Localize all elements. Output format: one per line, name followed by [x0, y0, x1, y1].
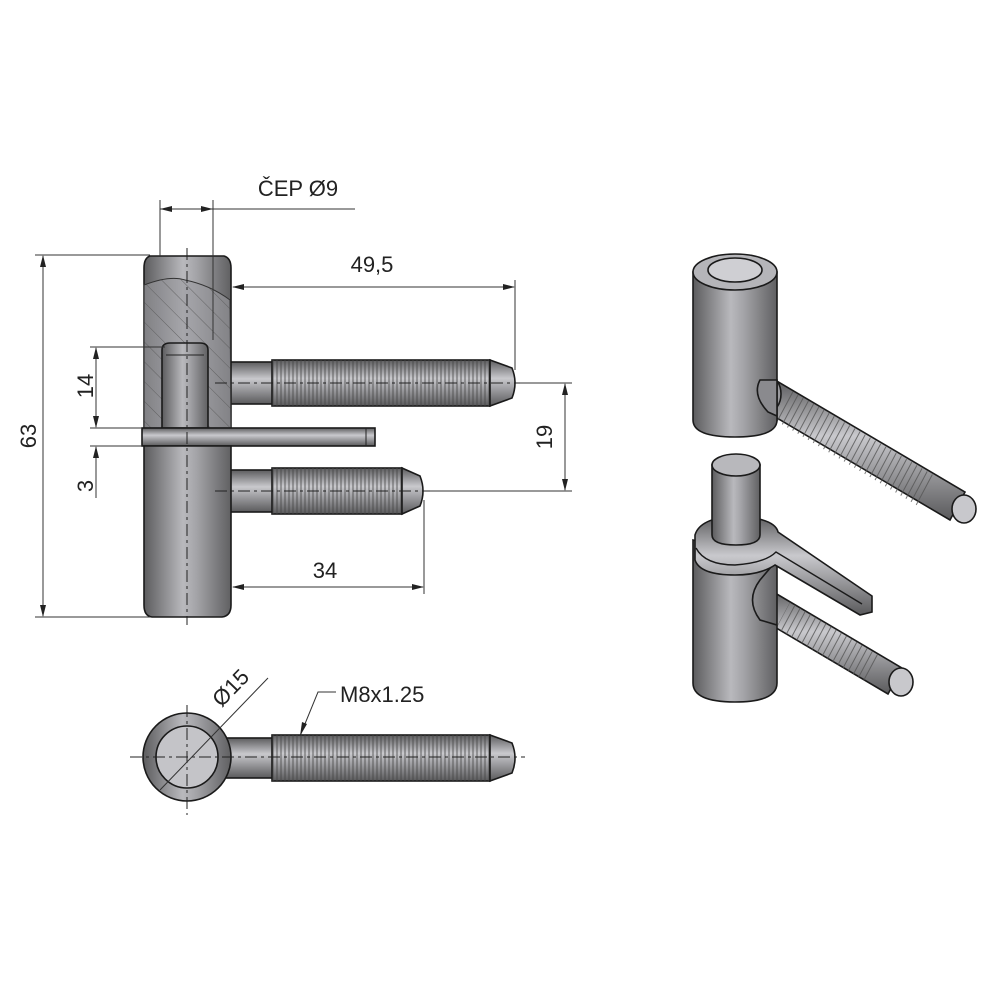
dimension-total-height: 63: [16, 254, 150, 618]
collar-thickness-label: 3: [73, 480, 98, 492]
pin-height-label: 14: [73, 374, 98, 398]
thread-label: M8x1.25: [340, 682, 424, 707]
isometric-view: [692, 253, 977, 703]
top-view: Ø15 M8x1.25: [130, 664, 525, 815]
total-height-label: 63: [16, 424, 41, 448]
dimension-pin-diameter: ČEP Ø9: [159, 176, 355, 340]
front-view: [141, 248, 522, 625]
iso-upper-screw: [754, 375, 977, 524]
body-diameter-label: Ø15: [207, 664, 254, 711]
dimension-lower-screw: 34: [232, 500, 425, 594]
pin-diameter-label: ČEP Ø9: [258, 176, 338, 201]
dimension-screw-spacing: 19: [430, 382, 572, 492]
dimension-upper-screw: 49,5: [232, 252, 516, 370]
dimension-pin-height: 14 3: [73, 346, 165, 498]
upper-screw-length-label: 49,5: [351, 252, 394, 277]
iso-lower-screw: [751, 586, 914, 697]
lower-screw-length-label: 34: [313, 558, 337, 583]
screw-spacing-label: 19: [532, 425, 557, 449]
